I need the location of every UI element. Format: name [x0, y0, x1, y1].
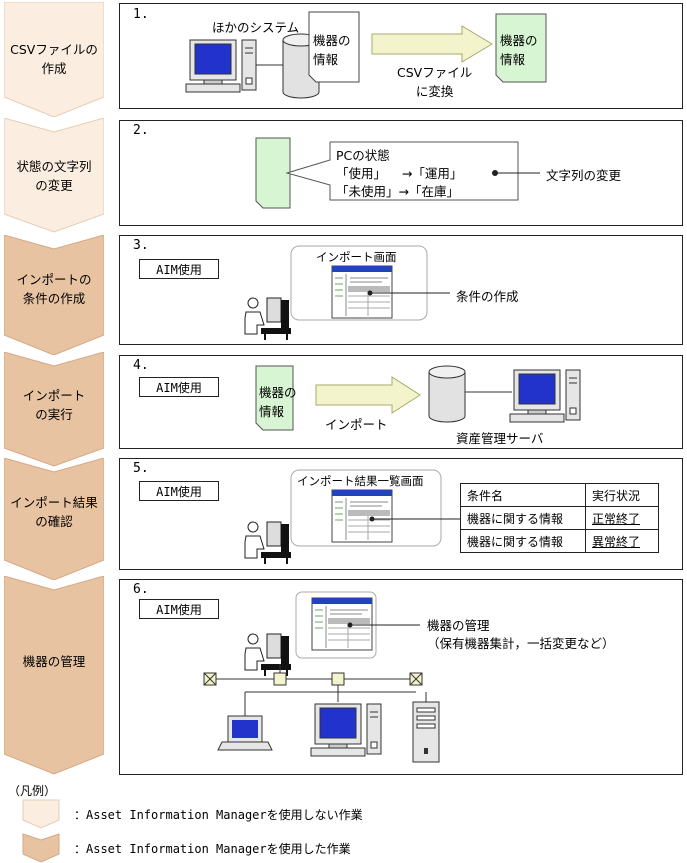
step-chevron-1: [4, 2, 104, 117]
convert-label: CSVファイルに変換: [397, 65, 473, 99]
table-row: 機器に関する情報 異常終了: [460, 529, 659, 553]
operator-icon: [244, 521, 292, 565]
table-row: 機器に関する情報 正常終了: [460, 506, 659, 530]
step-chevron-5: [4, 458, 104, 580]
import-label: インポート: [325, 417, 388, 432]
csv-document-icon: [495, 13, 547, 83]
step-label-6: 機器の管理: [22, 654, 86, 669]
database-icon: [428, 365, 466, 423]
aim-badge-5: AIM使用: [139, 481, 219, 501]
legend-using-aim: ：Asset Information Managerを使用した作業: [74, 842, 351, 856]
callout: [285, 141, 519, 201]
status-mapping: PCの状態 「使用」 →「運用」 「未使用」→「在庫」: [336, 148, 463, 199]
other-system-label: ほかのシステム: [212, 20, 300, 35]
step-chevron-4: [4, 352, 104, 467]
import-window-icon: [331, 265, 393, 319]
status-cell: 正常終了: [585, 506, 659, 530]
step-number-3: 3.: [133, 238, 149, 253]
status-cell: 異常終了: [585, 529, 659, 553]
operator-icon: [244, 633, 292, 677]
result-screen-title: インポート結果一覧画面: [297, 474, 424, 488]
step-label-4: インポートの実行: [22, 388, 86, 422]
csv-document-icon: [255, 137, 291, 209]
step-number-1: 1.: [133, 7, 149, 22]
create-condition-label: 条件の作成: [456, 289, 519, 304]
legend-light-chevron: [22, 799, 60, 829]
table-header-row: 条件名 実行状況: [460, 483, 659, 507]
aim-badge-6: AIM使用: [139, 599, 219, 619]
pc-icon: [185, 39, 257, 93]
step-label-1: CSVファイルの作成: [10, 42, 98, 76]
aim-badge-3: AIM使用: [139, 259, 219, 279]
step-number-5: 5.: [133, 461, 149, 476]
import-arrow: [315, 376, 421, 414]
string-change-label: 文字列の変更: [546, 168, 622, 183]
condition-name-cell: 機器に関する情報: [460, 529, 586, 553]
step-chevron-6: [4, 576, 104, 776]
asset-server-label: 資産管理サーバ: [456, 431, 544, 446]
csv-device-info-label: 機器の情報: [500, 33, 538, 67]
aim-badge-4: AIM使用: [139, 377, 219, 397]
header-condition-name: 条件名: [460, 483, 586, 507]
step-number-4: 4.: [133, 358, 149, 373]
server-pc-icon: [509, 369, 581, 423]
document-icon: [308, 11, 360, 83]
step-label-2: 状態の文字列の変更: [16, 159, 92, 193]
convert-arrow: [371, 25, 493, 63]
result-window-icon: [331, 489, 393, 543]
laptop-icon: [217, 715, 273, 751]
step-number-6: 6.: [133, 582, 149, 597]
desktop-pc-icon: [310, 703, 382, 757]
network: [203, 664, 427, 716]
import-result-table: 条件名 実行状況 機器に関する情報 正常終了 機器に関する情報 異常終了: [460, 483, 659, 553]
step-chevron-3: [4, 235, 104, 355]
legend-dark-chevron: [22, 833, 60, 863]
step-chevron-2: [4, 118, 104, 233]
step-label-3: インポートの条件の作成: [16, 272, 92, 306]
header-status: 実行状況: [585, 483, 659, 507]
condition-name-cell: 機器に関する情報: [460, 506, 586, 530]
management-window-icon: [311, 597, 373, 651]
import-screen-title: インポート画面: [316, 250, 397, 264]
device-management-note: 機器の管理 （保有機器集計，一括変更など）: [427, 618, 615, 651]
operator-icon: [244, 297, 292, 341]
legend-not-using-aim: ：Asset Information Managerを使用しない作業: [74, 808, 363, 822]
step-number-2: 2.: [133, 123, 149, 138]
tower-server-icon: [412, 701, 440, 763]
device-info-label: 機器の情報: [313, 33, 351, 67]
csv-document-icon: [255, 365, 294, 431]
device-info-label: 機器の情報: [259, 385, 297, 419]
step-label-5: インポート結果の確認: [10, 495, 98, 529]
legend-title: （凡例）: [8, 784, 57, 798]
